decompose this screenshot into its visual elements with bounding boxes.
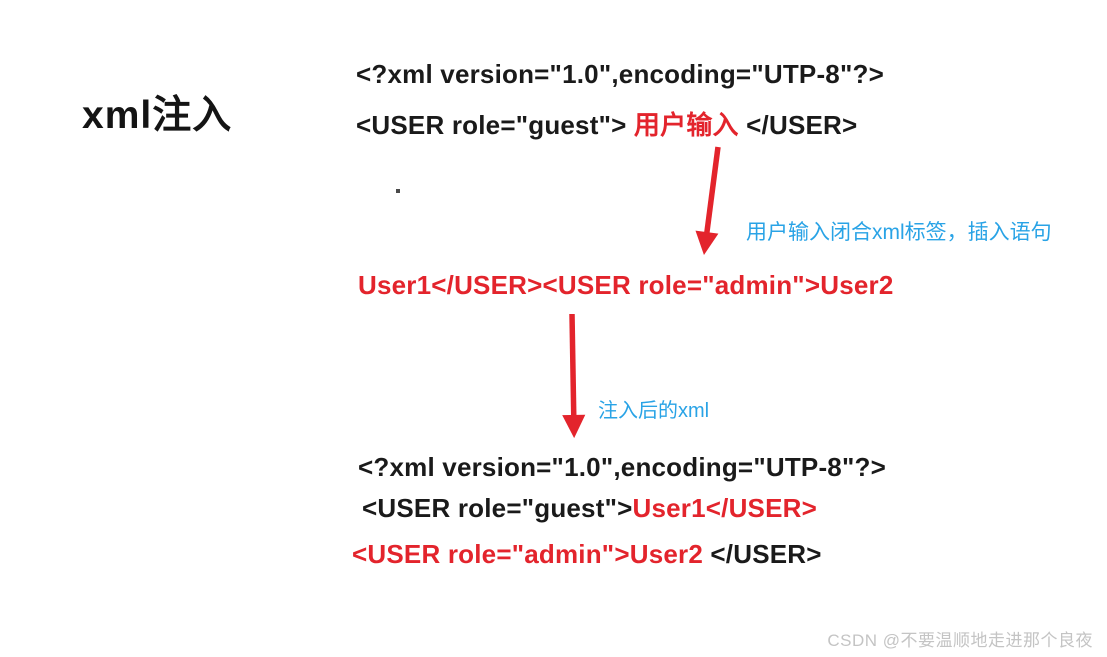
arrow-user-input-to-payload [695, 146, 721, 256]
result-xml-declaration: <?xml version="1.0",encoding="UTP-8"?> [358, 452, 886, 482]
result-user1-injected: User1</USER> [632, 493, 818, 523]
user-close-tag-text: </USER> [738, 110, 858, 140]
result-guest-open-tag: <USER role="guest"> [362, 493, 633, 523]
original-xml-declaration: <?xml version="1.0",encoding="UTP-8"?> [356, 59, 884, 89]
arrow-payload-to-result [562, 313, 586, 439]
user-open-tag-text: <USER role="guest"> [356, 110, 634, 140]
result-admin-close-tag: </USER> [703, 539, 822, 569]
user-input-placeholder-text: 用户输入 [633, 110, 739, 140]
injection-note: 用户输入闭合xml标签，插入语句 [746, 221, 1052, 244]
result-xml-guest-line: <USER role="guest">User1</USER> [362, 493, 817, 524]
stray-dot [396, 189, 400, 193]
csdn-watermark: CSDN @不要温顺地走进那个良夜 [827, 631, 1093, 650]
result-note: 注入后的xml [598, 400, 710, 422]
injected-payload: User1</USER><USER role="admin">User2 [358, 270, 894, 300]
page-title: xml注入 [82, 94, 233, 137]
result-xml-admin-line: <USER role="admin">User2 </USER> [352, 539, 822, 570]
original-xml-user-tag: <USER role="guest"> 用户输入 </USER> [356, 105, 857, 142]
result-admin-injected: <USER role="admin">User2 [352, 539, 703, 569]
